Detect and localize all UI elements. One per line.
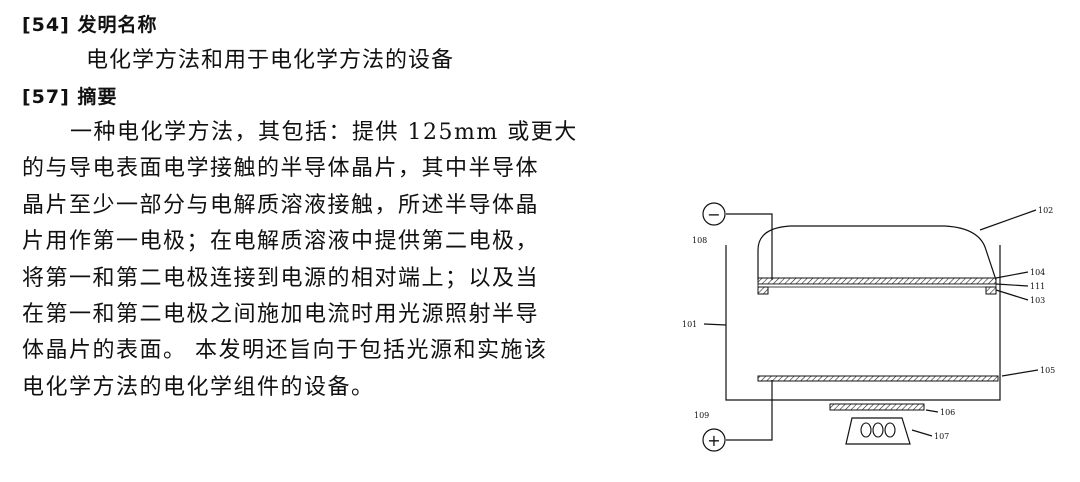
section-54-label: 发明名称 — [77, 14, 158, 36]
conductive-layer — [757, 283, 997, 288]
section-57-code: [57] — [22, 86, 70, 108]
abstract-line: 体晶片的表面。 本发明还旨向于包括光源和实施该 — [22, 338, 548, 364]
label-108: 108 — [692, 236, 707, 245]
invention-title: 电化学方法和用于电化学方法的设备 — [86, 48, 455, 73]
minus-terminal — [702, 202, 726, 226]
light-source-housing — [845, 417, 911, 445]
section-57-label: 摘要 — [77, 86, 118, 108]
abstract-line: 电化学方法的电化学组件的设备。 — [22, 374, 375, 400]
label-104: 104 — [1030, 268, 1045, 277]
label-105: 105 — [1040, 366, 1055, 375]
label-101: 101 — [682, 320, 697, 329]
label-103: 103 — [1030, 296, 1045, 305]
abstract-line: 晶片至少一部分与电解质溶液接触，所述半导体晶 — [22, 192, 540, 218]
abstract-line: 一种电化学方法，其包括：提供 125mm 或更大 — [70, 120, 578, 145]
wafer-layer — [757, 277, 997, 285]
label-106: 106 — [940, 408, 955, 417]
window-plate — [829, 403, 925, 411]
section-57-heading: [57] 摘要 — [22, 82, 117, 109]
tank-outline — [725, 245, 1001, 401]
abstract-line: 片用作第一电极；在电解质溶液中提供第二电极， — [22, 229, 540, 255]
section-54-heading: [54] 发明名称 — [22, 10, 157, 37]
minus-sign: − — [707, 205, 720, 224]
holder-left — [757, 286, 769, 295]
plus-sign: + — [707, 431, 720, 450]
holder-right — [985, 286, 997, 295]
wire-positive — [726, 380, 773, 441]
dome-cover — [757, 225, 997, 281]
label-102: 102 — [1038, 206, 1053, 215]
label-107: 107 — [934, 432, 949, 441]
abstract-text: 一种电化学方法，其包括：提供 125mm 或更大 的与导电表面电学接触的半导体晶… — [22, 115, 587, 406]
wire-negative — [726, 213, 773, 280]
label-111: 111 — [1030, 282, 1045, 291]
abstract-line: 在第一和第二电极之间施加电流时用光源照射半导 — [22, 302, 540, 328]
lamp-coil — [860, 422, 896, 438]
apparatus-figure: − + 102 104 111 103 105 106 107 101 108 … — [682, 202, 1055, 452]
abstract-line: 的与导电表面电学接触的半导体晶片，其中半导体 — [22, 156, 540, 182]
abstract-line: 将第一和第二电极连接到电源的相对端上；以及当 — [22, 265, 540, 291]
section-54-code: [54] — [22, 14, 70, 36]
plus-terminal — [702, 428, 726, 452]
label-109: 109 — [694, 411, 709, 420]
second-electrode — [757, 375, 999, 382]
